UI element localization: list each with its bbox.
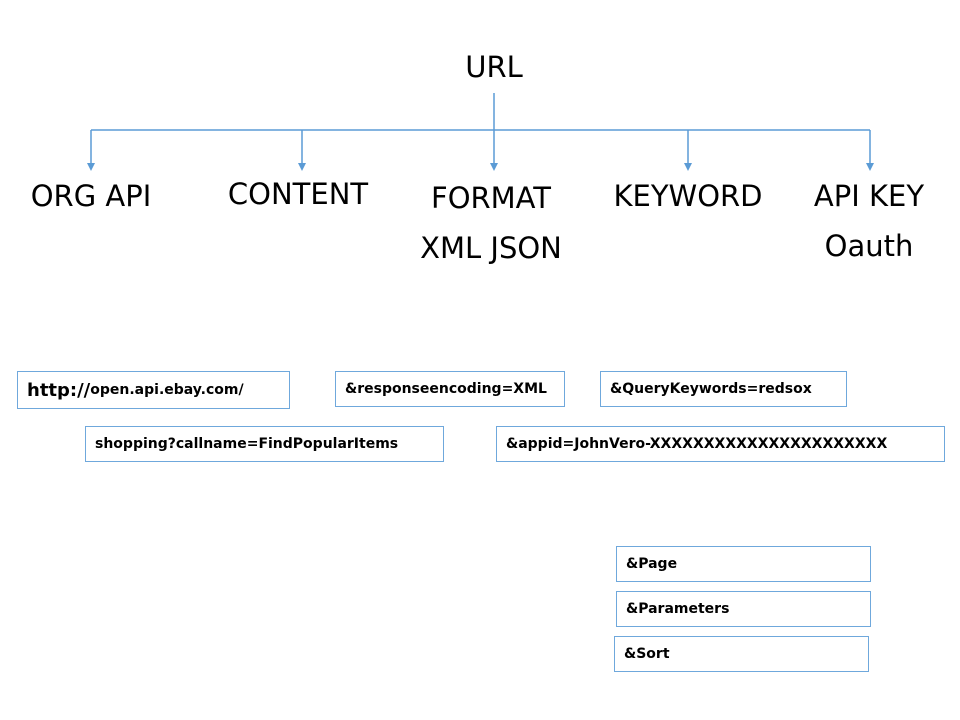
appid-box: &appid=JohnVero-XXXXXXXXXXXXXXXXXXXXXX [496, 426, 945, 462]
page-param-text: &Page [626, 556, 678, 572]
branch-keyword-label: KEYWORD [613, 179, 763, 213]
url-base-box: http:// open.api.ebay.com/ [17, 371, 290, 409]
callname-text: shopping?callname=FindPopularItems [95, 436, 399, 452]
parameters-param-text: &Parameters [626, 601, 730, 617]
parameters-param-box: &Parameters [616, 591, 871, 627]
querykeywords-box: &QueryKeywords=redsox [600, 371, 847, 407]
root-label: URL [465, 50, 523, 84]
branch-content-label: CONTENT [227, 177, 369, 211]
querykeywords-text: &QueryKeywords=redsox [610, 381, 812, 397]
appid-text: &appid=JohnVero-XXXXXXXXXXXXXXXXXXXXXX [506, 436, 888, 452]
page-param-box: &Page [616, 546, 871, 582]
branch-format-label: FORMAT [431, 181, 551, 215]
url-base-prefix: http:// [27, 379, 91, 401]
responseencoding-box: &responseencoding=XML [335, 371, 565, 407]
sort-param-box: &Sort [614, 636, 869, 672]
branch-format-sublabel: XML JSON [420, 231, 562, 265]
url-base-rest: open.api.ebay.com/ [90, 382, 244, 398]
sort-param-text: &Sort [624, 646, 670, 662]
branch-api-key-label: API KEY [813, 179, 925, 213]
branch-org-api-label: ORG API [30, 179, 152, 213]
branch-api-key-sublabel: Oauth [824, 229, 914, 263]
responseencoding-text: &responseencoding=XML [345, 381, 547, 397]
callname-box: shopping?callname=FindPopularItems [85, 426, 444, 462]
